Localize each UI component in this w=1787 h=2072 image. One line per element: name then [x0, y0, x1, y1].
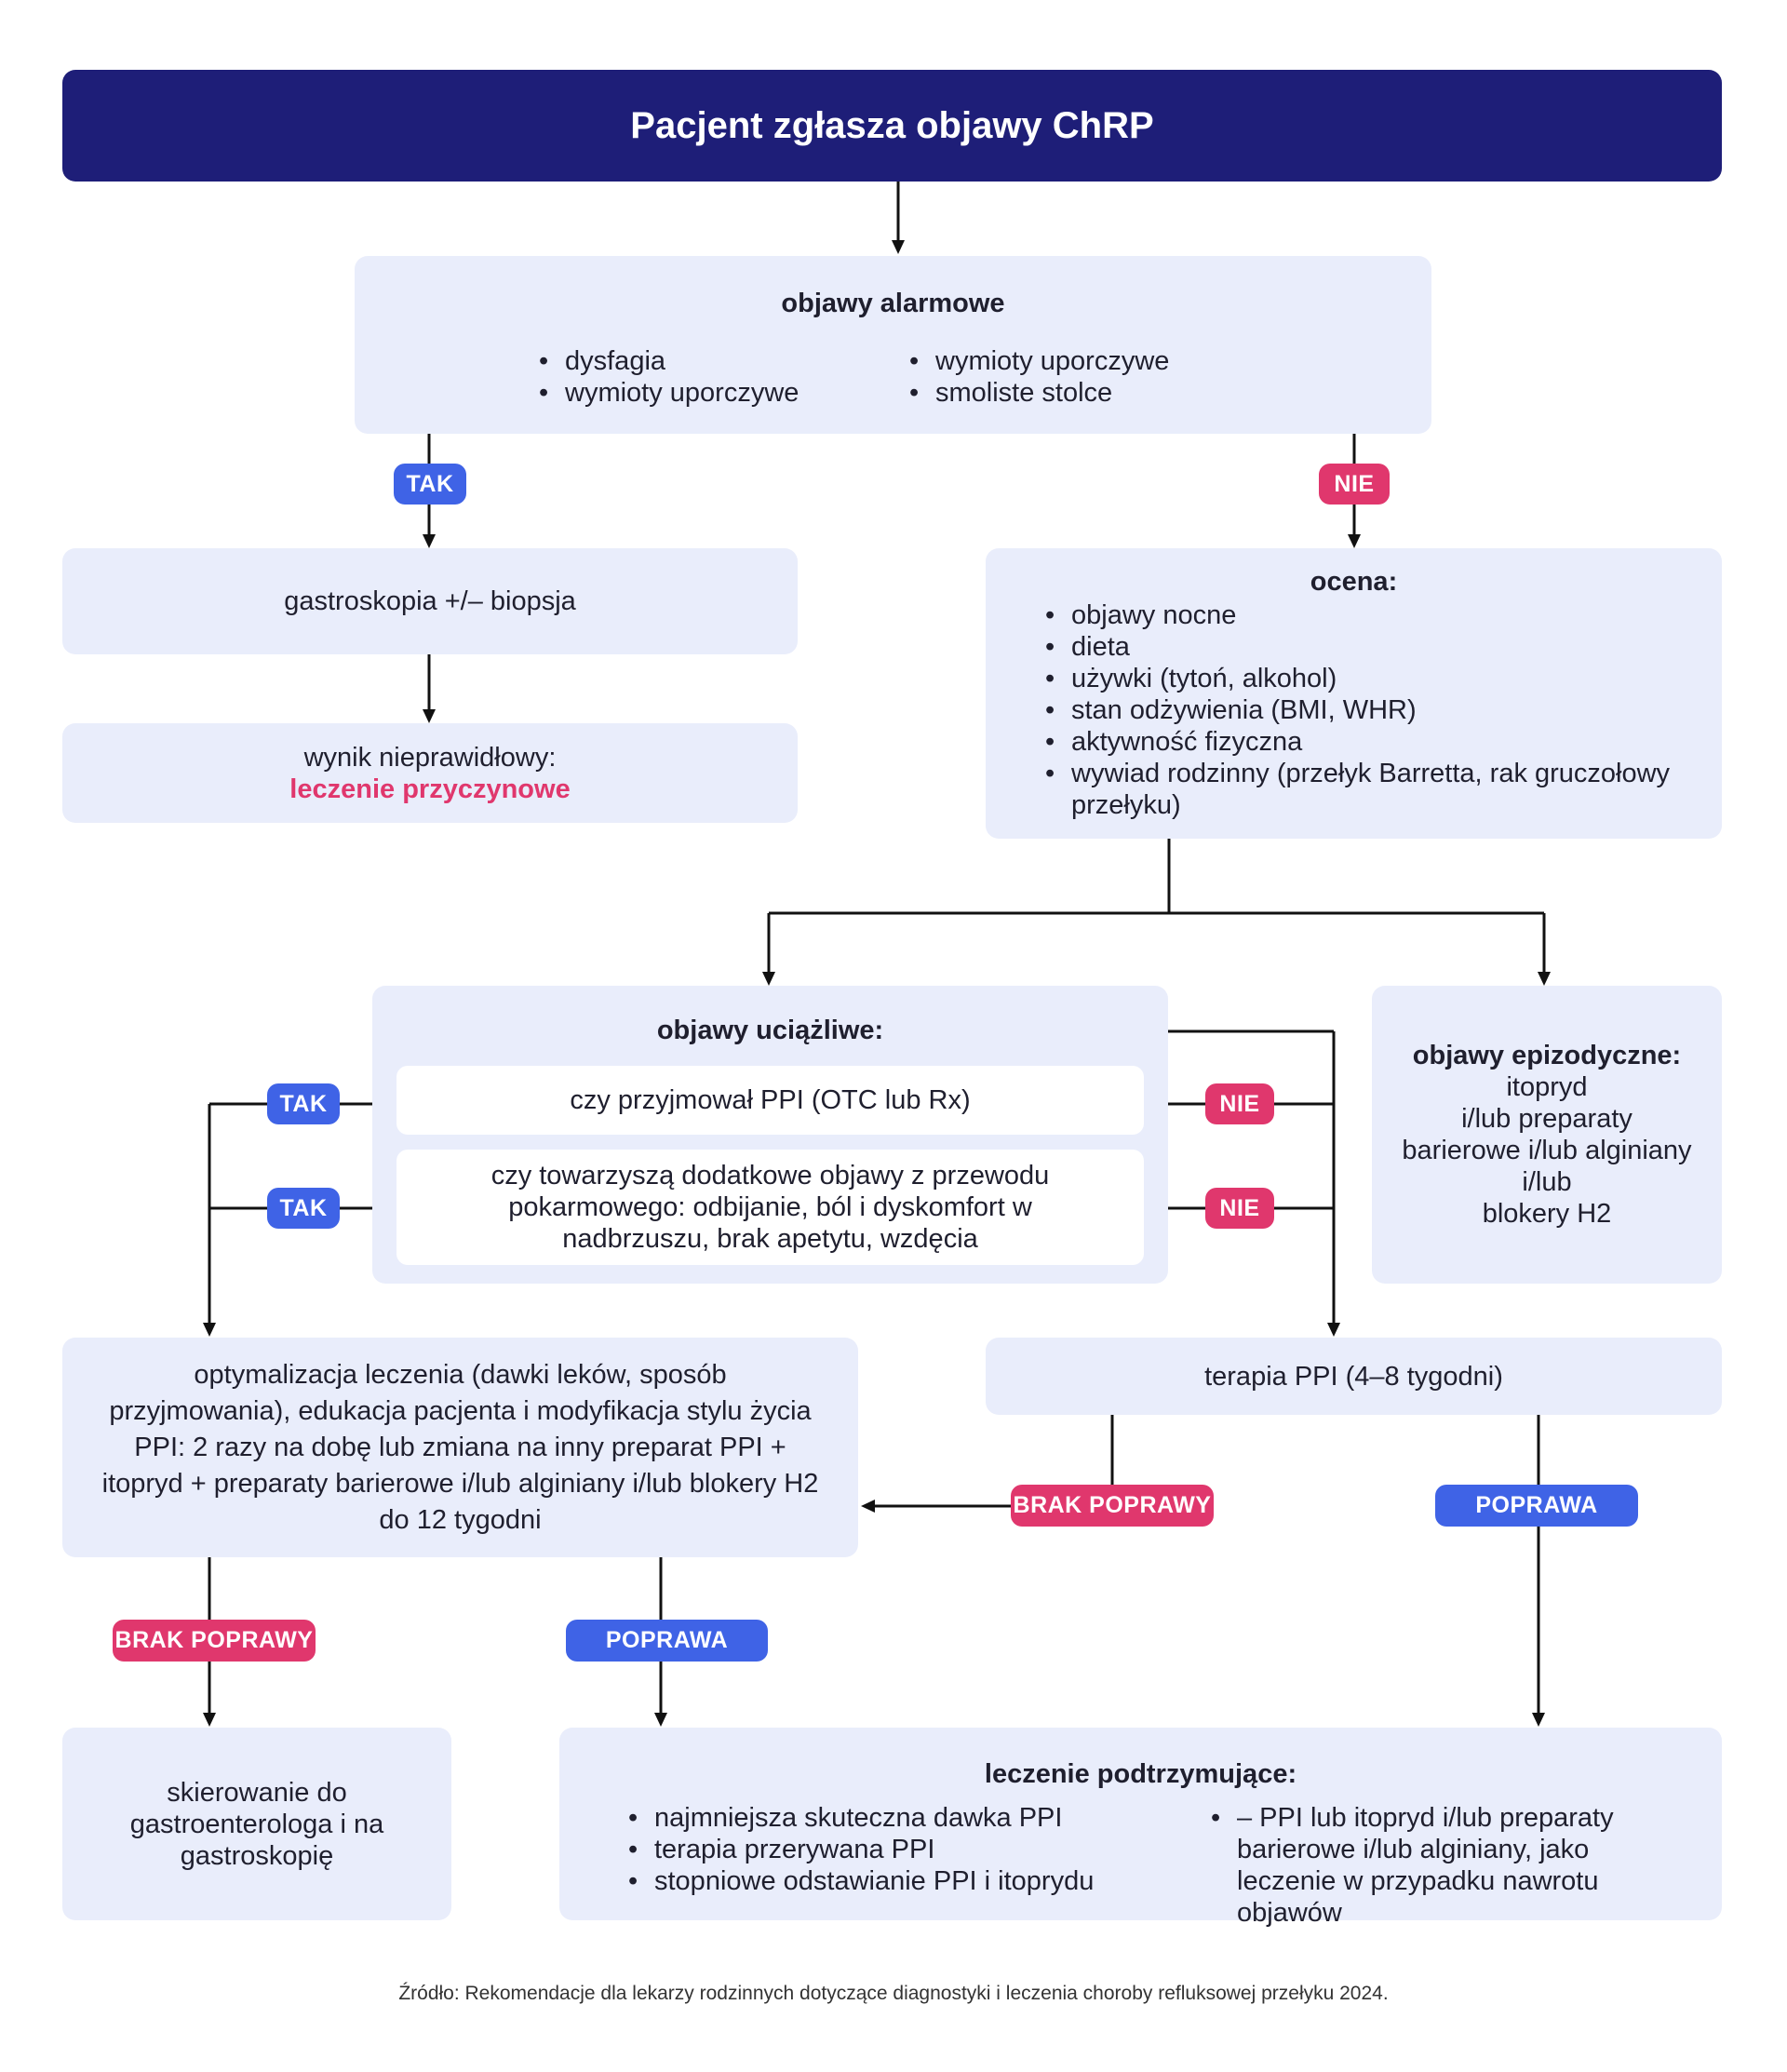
episodic-line: blokery H2 [1482, 1199, 1612, 1229]
referral-box: skierowanie do gastroenterologa i na gas… [62, 1728, 451, 1920]
assessment-list: objawy nocne dieta używki (tytoń, alkoho… [1043, 599, 1695, 821]
list-item: terapia przerywana PPI [628, 1834, 1148, 1865]
badge-nie-q2: NIE [1205, 1188, 1274, 1229]
question-additional-symptoms-box: czy towarzyszą dodatkowe objawy z przewo… [396, 1150, 1144, 1265]
ppi-therapy-label: terapia PPI (4–8 tygodni) [1204, 1361, 1503, 1392]
list-item: smoliste stolce [909, 377, 1169, 409]
abnormal-result-box: wynik nieprawidłowy: leczenie przyczynow… [62, 723, 798, 823]
episodic-line: itopryd [1506, 1072, 1588, 1102]
list-item: – PPI lub itopryd i/lub preparaty barier… [1211, 1802, 1693, 1929]
badge-nie-alarm: NIE [1319, 464, 1390, 505]
list-item: wymioty uporczywe [909, 345, 1169, 377]
burdensome-symptoms-box: objawy uciążliwe: czy przyjmował PPI (OT… [372, 986, 1168, 1284]
list-item: wymioty uporczywe [539, 377, 799, 409]
causal-treatment-label: leczenie przyczynowe [289, 774, 571, 804]
optimization-box: optymalizacja leczenia (dawki leków, spo… [62, 1338, 858, 1557]
burdensome-title: objawy uciążliwe: [656, 1016, 884, 1045]
list-item: aktywność fizyczna [1045, 726, 1695, 758]
list-item: stan odżywienia (BMI, WHR) [1045, 694, 1695, 726]
question-ppi-box: czy przyjmował PPI (OTC lub Rx) [396, 1066, 1144, 1135]
referral-text: skierowanie do gastroenterologa i na gas… [129, 1777, 384, 1871]
badge-nie-q1: NIE [1205, 1083, 1274, 1124]
list-item: najmniejsza skuteczna dawka PPI [628, 1802, 1148, 1834]
question-additional-symptoms: czy towarzyszą dodatkowe objawy z przewo… [490, 1161, 1050, 1254]
badge-tak-q2: TAK [267, 1188, 340, 1229]
badge-improvement-opt: POPRAWA [566, 1620, 768, 1662]
abnormal-result-label: wynik nieprawidłowy: [303, 742, 557, 773]
ppi-therapy-box: terapia PPI (4–8 tygodni) [986, 1338, 1722, 1415]
alarm-symptoms-title: objawy alarmowe [781, 289, 1005, 318]
gastroscopy-label: gastroskopia +/– biopsja [284, 586, 576, 616]
list-item: objawy nocne [1045, 599, 1695, 631]
list-item: dysfagia [539, 345, 799, 377]
list-item: stopniowe odstawianie PPI i itoprydu [628, 1865, 1148, 1897]
badge-tak-alarm: TAK [394, 464, 466, 505]
list-item: wywiad rodzinny (przełyk Barretta, rak g… [1045, 758, 1695, 821]
start-header: Pacjent zgłasza objawy ChRP [62, 70, 1722, 182]
badge-no-improvement-ppi: BRAK POPRAWY [1011, 1485, 1214, 1527]
maintenance-list-right: – PPI lub itopryd i/lub preparaty barier… [1209, 1802, 1693, 1929]
maintenance-title: leczenie podtrzymujące: [984, 1759, 1297, 1789]
alarm-list-left: dysfagia wymioty uporczywe [537, 345, 799, 409]
list-item: używki (tytoń, alkohol) [1045, 663, 1695, 694]
badge-tak-q1: TAK [267, 1083, 340, 1124]
badge-no-improvement-opt: BRAK POPRAWY [113, 1620, 316, 1662]
optimization-text: optymalizacja leczenia (dawki leków, spo… [101, 1359, 819, 1535]
episodic-line: i/lub [1522, 1167, 1572, 1197]
maintenance-box: leczenie podtrzymujące: najmniejsza skut… [559, 1728, 1722, 1928]
assessment-title: ocena: [1310, 567, 1398, 597]
episodic-line: i/lub preparaty [1461, 1104, 1632, 1134]
episodic-title: objawy epizodyczne: [1412, 1041, 1682, 1070]
alarm-symptoms-box: objawy alarmowe dysfagia wymioty uporczy… [355, 256, 1431, 434]
list-item: dieta [1045, 631, 1695, 663]
alarm-list-right: wymioty uporczywe smoliste stolce [907, 345, 1169, 409]
assessment-box: ocena: objawy nocne dieta używki (tytoń,… [986, 548, 1722, 839]
gastroscopy-box: gastroskopia +/– biopsja [62, 548, 798, 654]
question-ppi: czy przyjmował PPI (OTC lub Rx) [570, 1085, 971, 1115]
episodic-symptoms-box: objawy epizodyczne: itopryd i/lub prepar… [1372, 986, 1722, 1284]
source-note: Źródło: Rekomendacje dla lekarzy rodzinn… [398, 1983, 1389, 2004]
episodic-line: barierowe i/lub alginiany [1402, 1136, 1692, 1165]
badge-improvement-ppi: POPRAWA [1435, 1485, 1638, 1527]
maintenance-list-left: najmniejsza skuteczna dawka PPI terapia … [626, 1802, 1148, 1897]
